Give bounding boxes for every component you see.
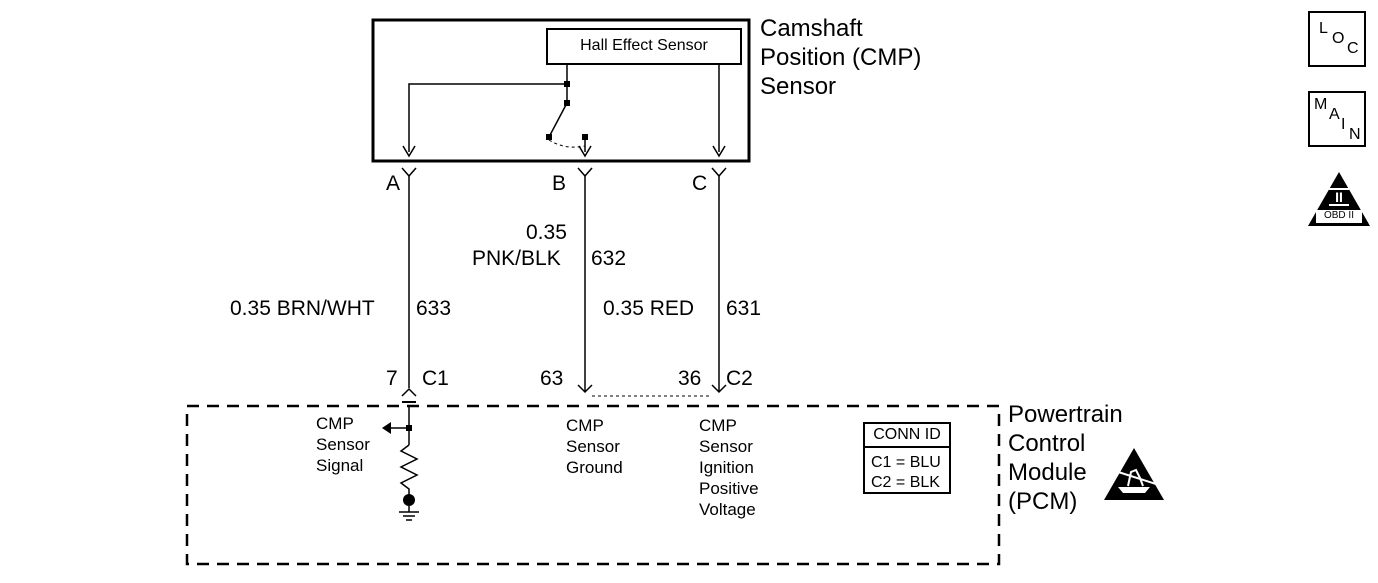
arrow-c [712,145,726,158]
wire-b-color: PNK/BLK [472,247,561,270]
switch-node-2 [564,100,570,106]
switch-node-3 [546,134,552,140]
pcm-name-line-4: (PCM) [1008,488,1078,515]
wire-c-circuit: 631 [726,297,762,320]
ground-label-3: Ground [566,458,623,477]
pin-a-label: A [386,172,401,195]
pcm-terminal-7 [401,387,417,397]
conn-id-header: CONN ID [865,424,949,448]
sensor-name-line-1: Camshaft [760,15,863,42]
ignition-label-4: Positive [699,479,759,498]
signal-label-2: Sensor [316,435,370,454]
ground-label-1: CMP [566,416,604,435]
pin-b-label: B [552,172,567,195]
loc-icon-o: O [1332,30,1345,47]
signal-label-3: Signal [316,456,364,475]
switch-node-1 [564,81,570,87]
cmp-sensor-housing [371,18,751,163]
obd-numeral: II [1335,189,1343,205]
ground-node [403,494,415,506]
pcm-pin-7: 7 [386,367,398,390]
ignition-label-3: Ignition [699,458,754,477]
hall-effect-sensor-box [546,28,742,65]
obd-label-bg [1316,210,1362,223]
wire-b-gauge: 0.35 [526,221,567,244]
terminal-b [577,167,593,178]
internal-wire-a [408,83,567,152]
arrow-b [578,145,592,158]
loc-icon-l: L [1319,20,1328,37]
conn-id-table: CONN ID C1 = BLU C2 = BLK [863,422,951,494]
ignition-label-5: Voltage [699,500,756,519]
pcm-terminal-36 [711,384,727,394]
wire-a-circuit: 633 [416,297,452,320]
ignition-label-1: CMP [699,416,737,435]
pcm-conn-c1: C1 [422,367,449,390]
pull-down-resistor [399,444,419,495]
pin-c-label: C [692,172,708,195]
signal-label-1: CMP [316,414,354,433]
loc-icon-c: C [1347,40,1359,57]
wire-c-color: 0.35 RED [603,297,695,320]
wire-a-color: 0.35 BRN/WHT [230,297,375,320]
obd-label: OBD II [1323,210,1354,221]
switch-dashed-arc [548,139,586,148]
pcm-name-line-2: Control [1008,430,1086,457]
main-icon[interactable]: M A I N [1308,91,1366,147]
hall-effect-sensor-label: Hall Effect Sensor [580,37,708,54]
ground-label-2: Sensor [566,437,620,456]
pcm-name-line-1: Powertrain [1008,401,1123,428]
pcm-terminal-63 [577,384,593,394]
pcm-conn-c2: C2 [726,367,753,390]
main-icon-i: I [1341,116,1346,133]
sensor-name-line-2: Position (CMP) [760,44,922,71]
main-icon-a: A [1329,106,1340,123]
main-icon-n: N [1349,126,1361,143]
terminal-a [401,167,417,178]
conn-id-row-1: C1 = BLU [871,454,941,471]
ignition-label-2: Sensor [699,437,753,456]
sensor-name-line-3: Sensor [760,73,837,100]
pcm-pin-36: 36 [678,367,702,390]
pcm-box [185,404,1001,566]
signal-node [406,425,412,431]
esd-warning-icon [1104,448,1164,500]
signal-arrow [382,422,391,434]
conn-id-row-2: C2 = BLK [871,474,940,491]
terminal-c [711,167,727,178]
pcm-pin-63: 63 [540,367,564,390]
loc-icon[interactable]: L O C [1308,11,1366,67]
pcm-name-line-3: Module [1008,459,1087,486]
main-icon-m: M [1314,96,1328,113]
arrow-a [402,145,416,158]
wire-b-circuit: 632 [591,247,627,270]
switch-blade [548,102,568,138]
